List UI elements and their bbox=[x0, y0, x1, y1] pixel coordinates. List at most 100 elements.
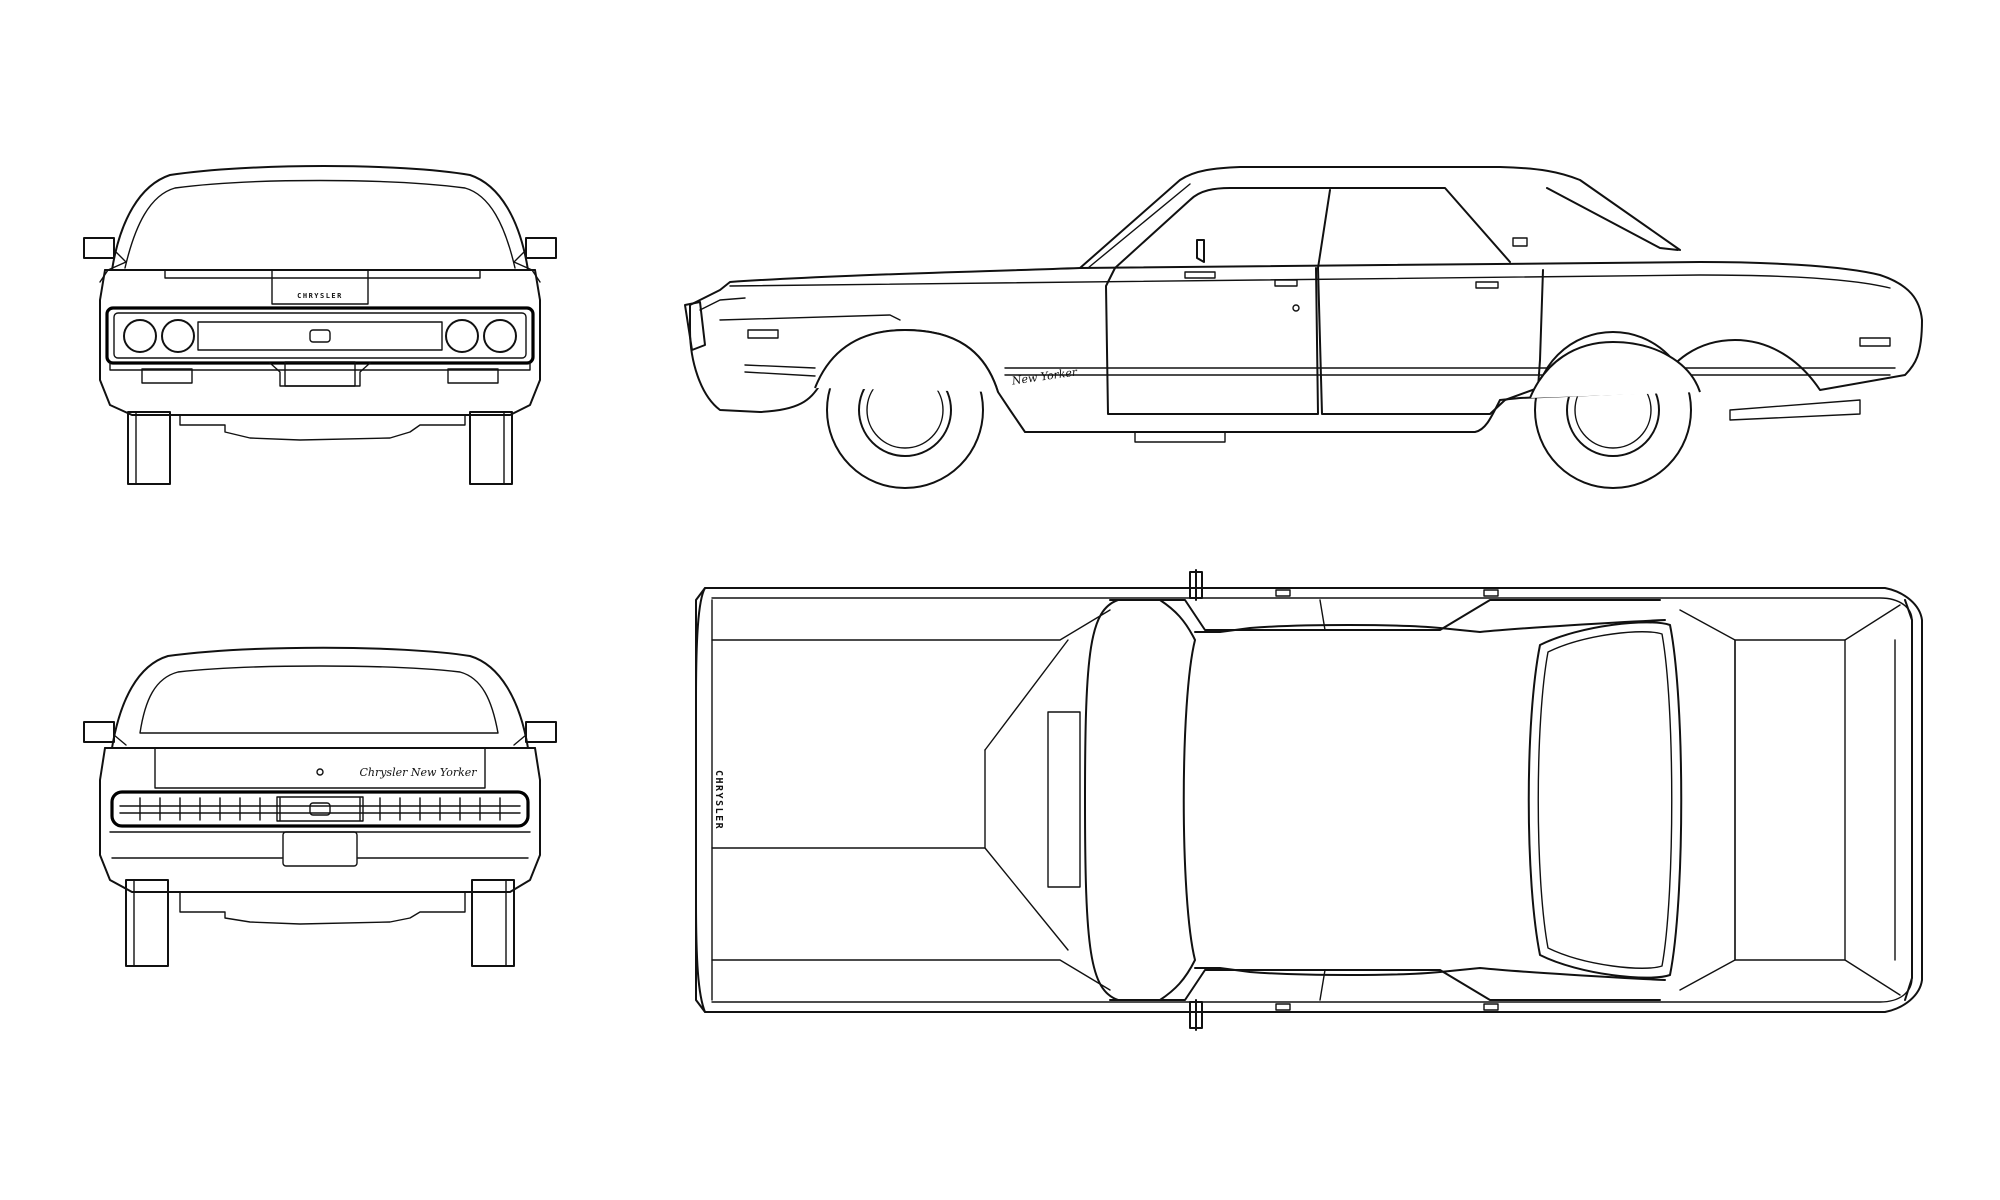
rear-right-tire bbox=[471, 879, 515, 967]
top-rear-handle-lower bbox=[1483, 1003, 1499, 1011]
front-headlamp-outer-right bbox=[483, 319, 517, 353]
front-headlamp-inner-left bbox=[161, 319, 195, 353]
front-hood-crease bbox=[164, 269, 481, 279]
side-front-fender-top bbox=[699, 297, 746, 311]
rear-right-mirror-arm bbox=[513, 734, 527, 746]
front-bumper-top bbox=[109, 362, 531, 371]
front-right-mirror bbox=[525, 237, 557, 259]
side-rear-wheel bbox=[1534, 331, 1692, 489]
rear-deck-lid bbox=[154, 747, 486, 789]
front-roof-outline bbox=[111, 165, 529, 271]
front-undercarriage bbox=[179, 414, 466, 441]
top-hood-crease-upper bbox=[984, 639, 1069, 751]
rear-license-plate bbox=[282, 831, 358, 867]
front-grille-emblem bbox=[309, 329, 331, 343]
top-body-outline bbox=[695, 587, 1923, 1013]
rear-body-outline bbox=[99, 747, 541, 893]
top-rear-handle-upper bbox=[1483, 589, 1499, 597]
top-hood-badge: CHRYSLER bbox=[713, 770, 724, 830]
side-view: New Yorker bbox=[684, 166, 1923, 489]
side-a-pillar bbox=[1087, 183, 1191, 269]
front-left-mirror bbox=[83, 237, 115, 259]
side-rear-marker bbox=[1859, 337, 1891, 347]
front-right-parking-lamp bbox=[447, 368, 499, 384]
rear-left-mirror-arm bbox=[113, 734, 127, 746]
side-rear-wheel-arch bbox=[1529, 340, 1701, 399]
top-b-pillars bbox=[1319, 599, 1326, 1001]
top-front-handle-lower bbox=[1275, 1003, 1291, 1011]
side-front-door bbox=[1105, 267, 1319, 415]
rear-script-badge: Chrysler New Yorker bbox=[359, 766, 477, 779]
top-hood-edge-upper bbox=[711, 609, 1111, 641]
top-trunk-creases bbox=[1844, 604, 1901, 996]
rear-view: Chrysler New Yorker bbox=[83, 646, 557, 967]
rear-taillamp-bars bbox=[119, 805, 521, 814]
side-mirror bbox=[1196, 239, 1205, 263]
side-jack-point bbox=[1134, 431, 1226, 443]
side-front-door-handle bbox=[1274, 279, 1298, 287]
rear-left-mirror bbox=[83, 721, 115, 743]
front-grille-inner bbox=[113, 312, 527, 359]
rear-window bbox=[139, 665, 499, 734]
front-right-tire bbox=[469, 411, 513, 485]
rear-center-emblem bbox=[309, 802, 331, 816]
rear-taillamp-ribs bbox=[139, 797, 501, 821]
top-body-inner-edge bbox=[711, 597, 1913, 1003]
side-exhaust bbox=[1729, 399, 1861, 421]
rear-taillamp-bezel bbox=[110, 790, 530, 828]
top-right-mirror bbox=[1189, 999, 1203, 1031]
front-hood-ornament-panel bbox=[271, 269, 369, 305]
top-front-handle-upper bbox=[1275, 589, 1291, 597]
rear-lock-cylinder bbox=[316, 768, 324, 776]
top-rear-window-inner bbox=[1537, 631, 1673, 969]
rear-undercarriage bbox=[179, 891, 466, 925]
front-windshield bbox=[124, 179, 516, 269]
side-c-pillar-badge bbox=[1512, 237, 1528, 247]
top-c-pillar-lines bbox=[1679, 609, 1736, 991]
rear-taillamp-segments bbox=[119, 796, 521, 822]
side-script-badge: New Yorker bbox=[1010, 365, 1079, 387]
top-windshield bbox=[1084, 599, 1196, 1001]
top-upper-window-sill bbox=[1109, 599, 1661, 631]
side-window-frame bbox=[1114, 187, 1511, 269]
top-roof-line-upper bbox=[1194, 619, 1666, 633]
front-license-plate bbox=[284, 361, 356, 387]
side-mirror-base bbox=[1184, 271, 1216, 279]
side-beltline bbox=[729, 274, 1891, 289]
front-grille-bezel bbox=[105, 306, 535, 365]
top-hood-crease-lower bbox=[711, 847, 1069, 951]
side-rocker-upper bbox=[744, 364, 1896, 369]
front-left-parking-lamp bbox=[141, 368, 193, 384]
top-roof-line-lower bbox=[1194, 967, 1666, 981]
side-front-marker bbox=[747, 329, 779, 339]
side-front-bumper bbox=[684, 301, 706, 351]
top-lower-window-sill bbox=[1109, 969, 1661, 1001]
front-body-outline bbox=[99, 269, 541, 416]
side-hood-crease bbox=[719, 314, 901, 321]
top-rear-window bbox=[1527, 621, 1683, 979]
top-left-mirror bbox=[1189, 569, 1203, 601]
front-grille-center bbox=[197, 321, 443, 351]
front-view: CHRYSLER bbox=[83, 165, 557, 485]
side-rear-door bbox=[1317, 267, 1544, 415]
top-rear-bumper bbox=[1904, 599, 1913, 1001]
side-rear-tire bbox=[1534, 331, 1692, 489]
side-body-trim bbox=[744, 371, 1891, 377]
side-roof-outline bbox=[1079, 166, 1681, 269]
side-front-wheel-arch bbox=[814, 328, 999, 393]
rear-center-panel bbox=[276, 796, 364, 822]
rear-right-mirror bbox=[525, 721, 557, 743]
top-trunk-lid bbox=[1734, 639, 1846, 961]
top-cowl-vent bbox=[1047, 711, 1081, 888]
front-headlamp-inner-right bbox=[445, 319, 479, 353]
front-grille-badge: CHRYSLER bbox=[297, 292, 343, 300]
top-front-bumper bbox=[695, 587, 706, 1013]
side-rear-window bbox=[1546, 187, 1679, 251]
side-b-pillar bbox=[1317, 189, 1331, 269]
rear-roof-outline bbox=[111, 646, 529, 749]
side-door-lock bbox=[1292, 304, 1300, 312]
side-rear-door-handle bbox=[1475, 281, 1499, 289]
top-hood-edge-lower bbox=[711, 959, 1111, 991]
